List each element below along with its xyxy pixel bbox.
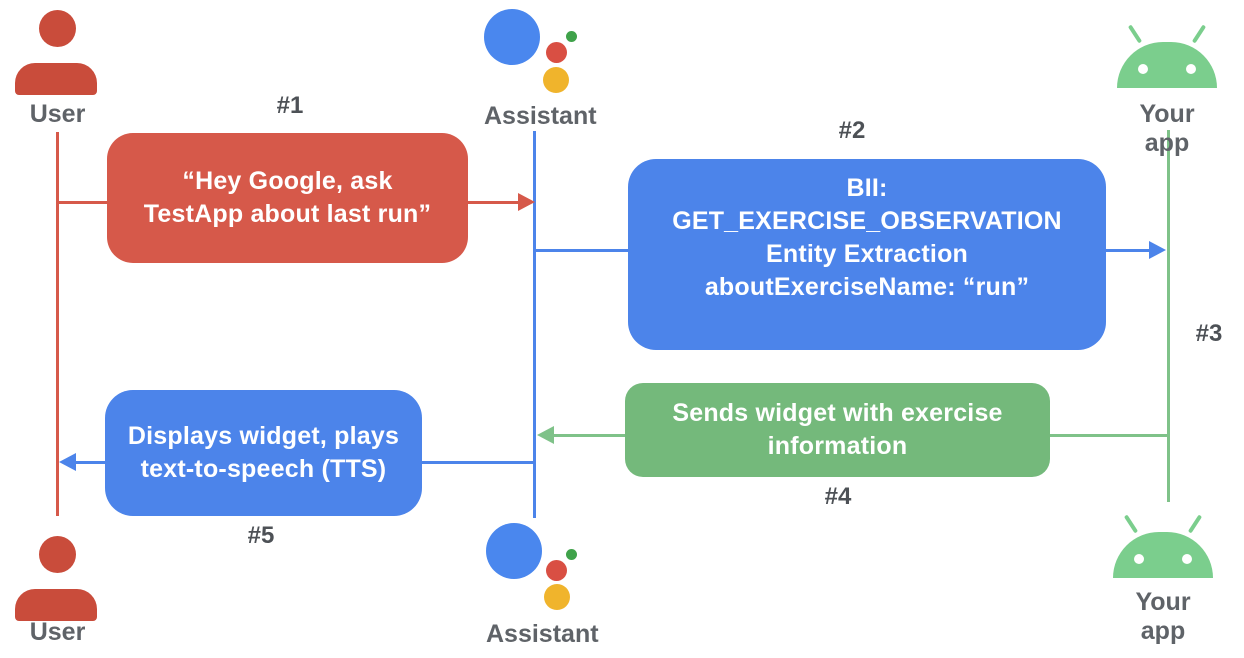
message-step5: Displays widget, plays text-to-speech (T… <box>105 390 422 516</box>
actor-user-top: User <box>15 10 100 130</box>
actor-app-top: Your app <box>1117 20 1217 157</box>
step-label-2: #2 <box>838 117 866 144</box>
message-step2-text: BII: GET_EXERCISE_OBSERVATION Entity Ext… <box>672 174 1062 301</box>
user-lifeline <box>55 132 59 516</box>
actor-label-user-top: User <box>29 100 86 128</box>
step1-arrowhead-icon <box>518 193 535 211</box>
actor-user-bottom: User <box>15 536 100 656</box>
step-label-1: #1 <box>276 92 304 119</box>
message-step1: “Hey Google, ask TestApp about last run” <box>107 133 468 263</box>
actor-label-assistant-top: Assistant <box>484 102 597 130</box>
actor-label-assistant-bottom: Assistant <box>486 620 599 648</box>
message-step4-text: Sends widget with exercise information <box>672 399 1003 460</box>
message-step5-text: Displays widget, plays text-to-speech (T… <box>127 422 400 483</box>
step2-arrowhead-icon <box>1149 241 1166 259</box>
message-step2: BII: GET_EXERCISE_OBSERVATION Entity Ext… <box>628 159 1106 350</box>
step-label-3: #3 <box>1195 320 1223 347</box>
assistant-lifeline <box>532 131 536 518</box>
message-step4: Sends widget with exercise information <box>625 383 1050 477</box>
actor-app-bottom: Your app <box>1113 510 1213 645</box>
message-step1-text: “Hey Google, ask TestApp about last run” <box>143 167 432 228</box>
app-lifeline <box>1166 130 1170 502</box>
actor-label-user-bottom: User <box>29 618 86 646</box>
actor-assistant-bottom: Assistant <box>486 523 599 653</box>
step-label-5: #5 <box>247 522 275 549</box>
actor-label-app-bottom: Your app <box>1135 588 1191 645</box>
step5-arrowhead-icon <box>59 453 76 471</box>
step-label-4: #4 <box>824 483 852 510</box>
step4-arrowhead-icon <box>537 426 554 444</box>
actor-assistant-top: Assistant <box>484 9 597 130</box>
actor-label-app-top: Your app <box>1139 100 1195 157</box>
